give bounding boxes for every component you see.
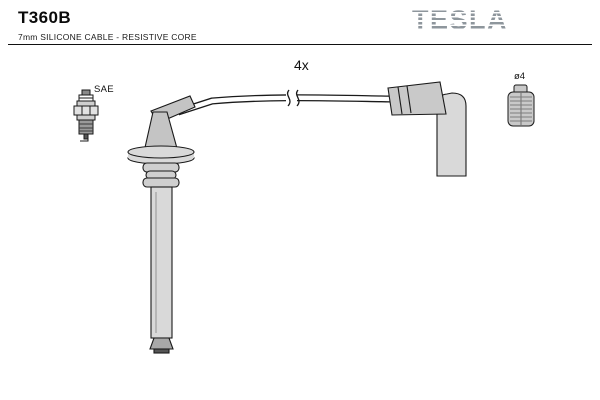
coil-boot-drawing bbox=[127, 95, 196, 354]
right-angle-boot-drawing bbox=[387, 81, 467, 177]
boot-shaft bbox=[150, 186, 173, 339]
quantity-label: 4x bbox=[294, 57, 309, 73]
boot-ribs bbox=[142, 162, 180, 188]
terminal-knurl bbox=[510, 96, 532, 122]
boot-tip bbox=[149, 337, 174, 350]
part-number: T360B bbox=[18, 8, 72, 27]
cable-drawing bbox=[176, 89, 391, 116]
spark-plug-icon bbox=[73, 89, 99, 142]
header-divider bbox=[8, 44, 592, 45]
sae-label: SAE bbox=[94, 84, 114, 95]
cable-break-symbol bbox=[286, 89, 300, 107]
boot-flange bbox=[127, 145, 195, 159]
cable-spec-subtitle: 7mm SILICONE CABLE - RESISTIVE CORE bbox=[18, 32, 197, 42]
diameter-label: ø4 bbox=[514, 71, 526, 82]
boot-barrel bbox=[387, 81, 447, 116]
terminal-icon bbox=[507, 84, 535, 127]
